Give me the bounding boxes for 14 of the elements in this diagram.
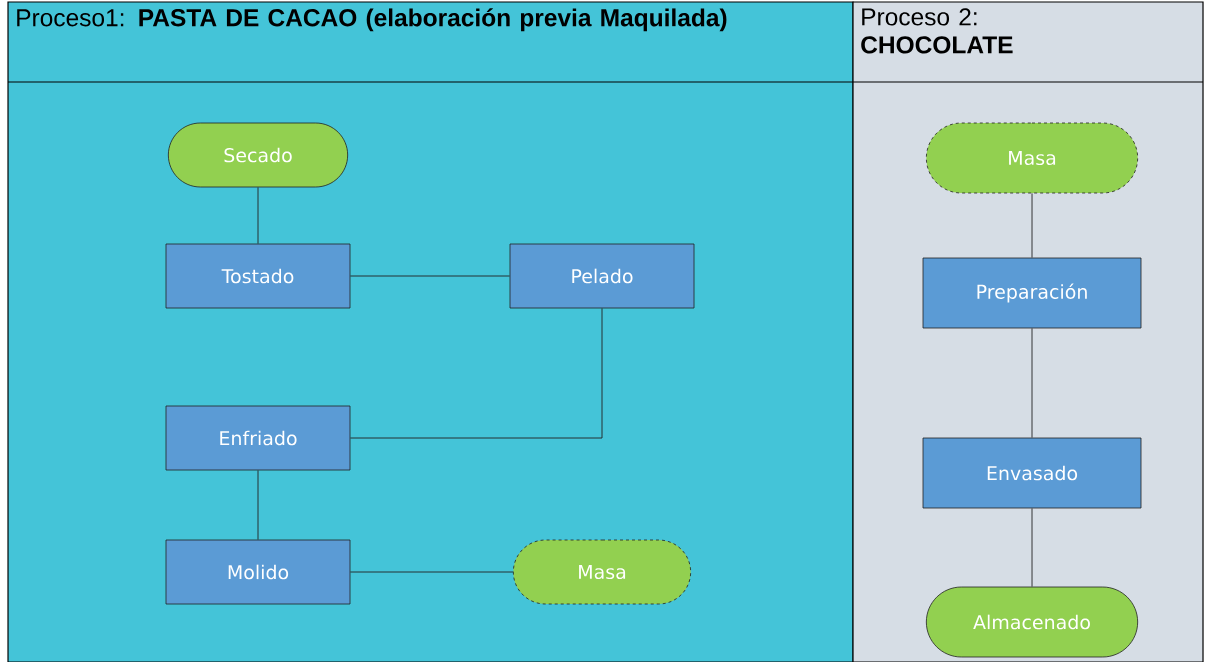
connector-line bbox=[257, 469, 259, 541]
process-box: Molido bbox=[165, 539, 351, 605]
process-box: Pelado bbox=[509, 243, 695, 309]
connector-line bbox=[1031, 192, 1033, 259]
process-box: Preparación bbox=[922, 257, 1142, 329]
connector-line bbox=[1031, 507, 1033, 588]
process-box: Enfriado bbox=[165, 405, 351, 471]
connector-line bbox=[349, 307, 603, 439]
connector-line bbox=[1031, 327, 1033, 439]
connector-line bbox=[257, 186, 259, 245]
process-box: Envasado bbox=[922, 437, 1142, 509]
process-box: Tostado bbox=[165, 243, 351, 309]
connector-line bbox=[349, 275, 511, 277]
connector-line bbox=[349, 571, 514, 573]
